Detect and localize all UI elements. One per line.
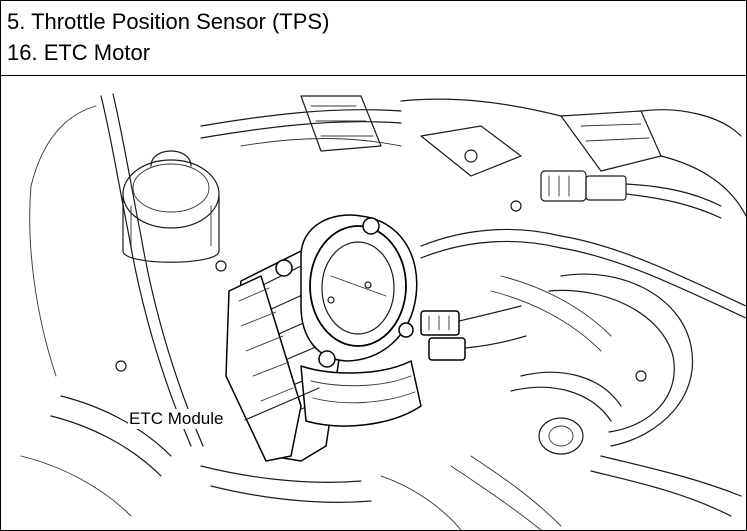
- callout-etc-module: ETC Module: [128, 409, 225, 429]
- legend-item-etc-motor: 16. ETC Motor: [7, 40, 151, 65]
- throttle-body: [225, 214, 527, 462]
- engine-line-drawing: [20, 93, 746, 530]
- callout-leader-line: [244, 387, 320, 421]
- legend-header: 5. Throttle Position Sensor (TPS) 16. ET…: [1, 1, 746, 76]
- engine-bay-background: [20, 93, 746, 530]
- legend-item-tps: 5. Throttle Position Sensor (TPS): [7, 9, 330, 34]
- engine-figure: ETC Module: [1, 76, 746, 530]
